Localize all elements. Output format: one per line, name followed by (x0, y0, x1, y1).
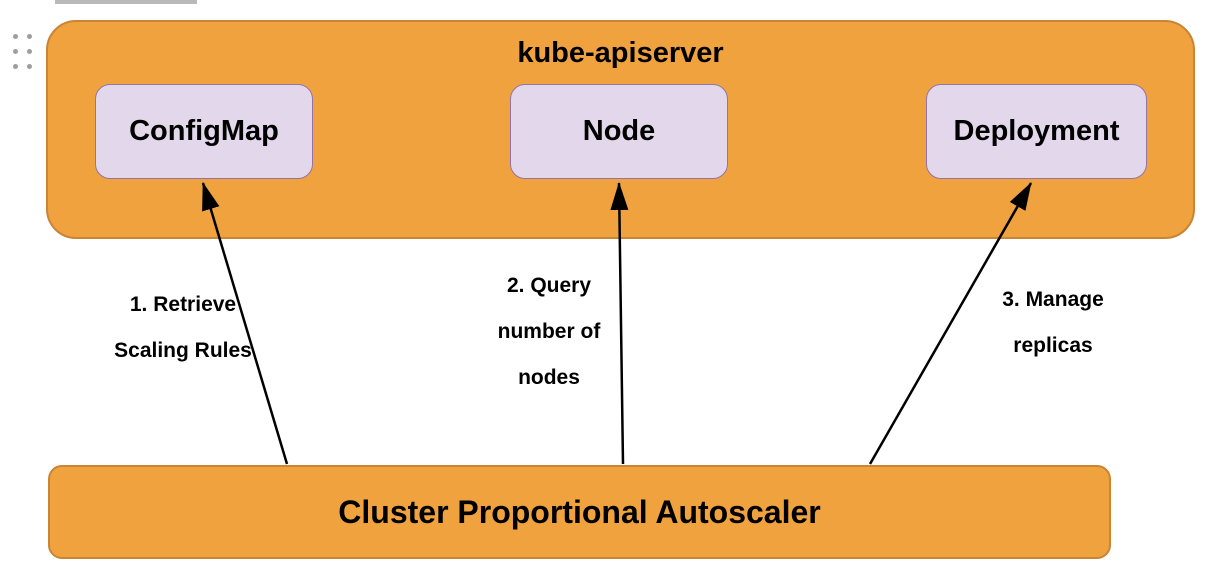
kube-apiserver-container[interactable]: kube-apiserver ConfigMap Node Deployment (46, 20, 1195, 239)
arrow-1-retrieve-scaling-rules[interactable] (201, 182, 289, 465)
arrow-2-query-number-of-nodes[interactable] (610, 182, 629, 465)
drag-handle-icon[interactable] (13, 34, 32, 69)
kube-apiserver-title: kube-apiserver (517, 37, 724, 69)
clipped-toolbar-edge (55, 0, 197, 4)
dot (13, 34, 18, 39)
dot (13, 64, 18, 69)
arrow-3-manage-replicas[interactable] (868, 182, 1033, 465)
dot (27, 64, 32, 69)
node-configmap-label: ConfigMap (129, 115, 279, 147)
node-node[interactable]: Node (510, 84, 728, 179)
node-deployment[interactable]: Deployment (926, 84, 1147, 179)
dot (27, 34, 32, 39)
autoscaler-container[interactable]: Cluster Proportional Autoscaler (48, 465, 1111, 559)
arrow-label-query-number-of-nodes[interactable]: 2. Query number of nodes (497, 274, 601, 389)
dot (27, 49, 32, 54)
arrow-label-manage-replicas[interactable]: 3. Manage replicas (1002, 288, 1104, 357)
node-configmap[interactable]: ConfigMap (95, 84, 313, 179)
node-node-label: Node (582, 115, 656, 147)
arrow-label-retrieve-scaling-rules[interactable]: 1. Retrieve Scaling Rules (114, 293, 252, 362)
dot (13, 49, 18, 54)
node-deployment-label: Deployment (953, 115, 1120, 147)
autoscaler-title: Cluster Proportional Autoscaler (338, 493, 821, 530)
